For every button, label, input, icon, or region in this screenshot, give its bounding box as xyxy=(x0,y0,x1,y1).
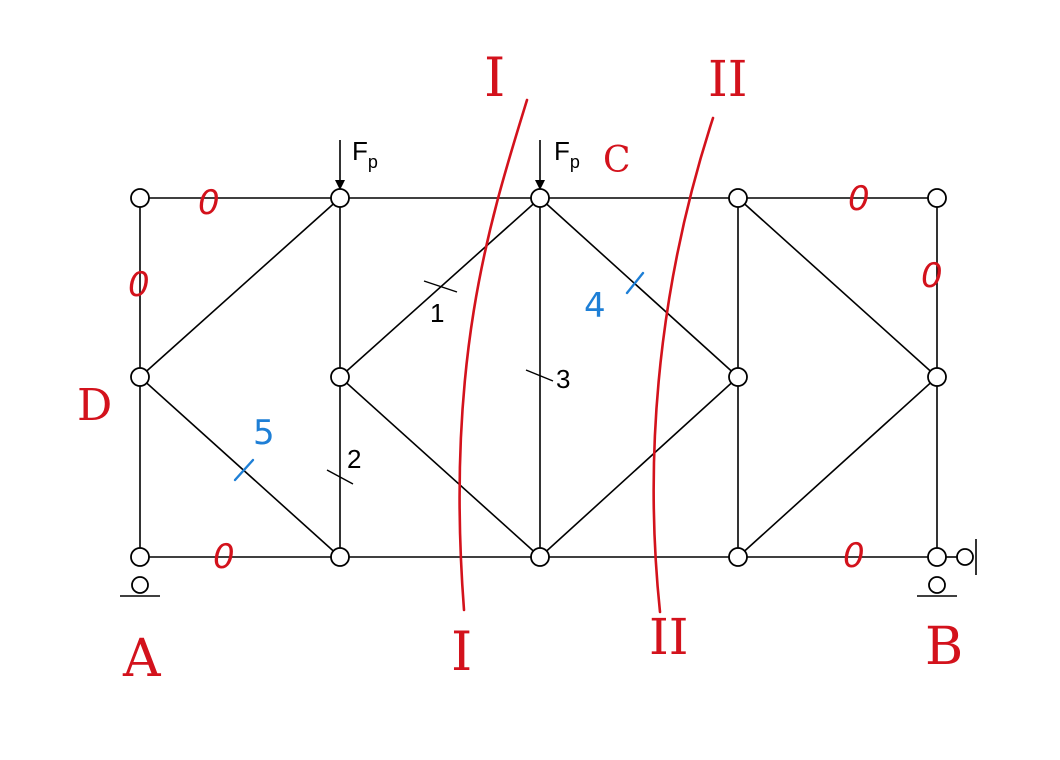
member-3-label: 3 xyxy=(556,364,570,394)
load-arrow-right xyxy=(535,140,545,190)
node xyxy=(130,188,150,208)
node xyxy=(330,188,350,208)
diag-p1-a xyxy=(139,197,341,378)
section-II-top-label: II xyxy=(708,50,748,108)
node xyxy=(330,367,350,387)
member-1-tick xyxy=(423,280,458,293)
node xyxy=(927,547,947,567)
member-2-tick xyxy=(326,469,354,485)
node xyxy=(927,188,947,208)
support-A xyxy=(120,576,160,597)
section-line-II xyxy=(652,116,715,614)
truss-members xyxy=(139,197,938,558)
section-I-top-label: I xyxy=(484,46,505,109)
section-II-bottom-label: II xyxy=(649,608,689,666)
node xyxy=(130,547,150,567)
member-5-blue-tick xyxy=(233,458,255,482)
truss-nodes xyxy=(130,188,947,567)
node xyxy=(330,547,350,567)
diag-p4-b xyxy=(737,376,938,558)
diag-p2-b xyxy=(339,376,541,558)
zero-mark: 0 xyxy=(843,536,865,576)
diag-p1-b xyxy=(139,376,341,558)
member-5-blue-label: 5 xyxy=(253,413,275,453)
member-4-blue-tick xyxy=(625,271,645,295)
node-label-B: B xyxy=(925,617,963,677)
load-label-right: Fp xyxy=(554,136,580,172)
node-label-C: C xyxy=(603,140,631,181)
section-I-bottom-label: I xyxy=(451,620,472,683)
node xyxy=(130,367,150,387)
member-3-tick xyxy=(525,369,554,382)
support-B xyxy=(917,539,977,597)
zero-mark: 0 xyxy=(198,183,220,223)
node-label-D: D xyxy=(77,380,112,431)
diag-p2-a xyxy=(339,197,541,378)
load-label-left: Fp xyxy=(352,136,378,172)
zero-mark: 0 xyxy=(848,179,870,219)
zero-mark: 0 xyxy=(213,537,235,577)
member-4-blue-label: 4 xyxy=(584,286,606,326)
node xyxy=(728,367,748,387)
section-line-I xyxy=(458,98,529,612)
zero-mark: 0 xyxy=(128,265,150,305)
diag-p3-a xyxy=(539,197,739,378)
member-1-label: 1 xyxy=(430,298,444,328)
member-2-label: 2 xyxy=(347,444,361,474)
node xyxy=(728,188,748,208)
node-label-A: A xyxy=(122,629,162,689)
node xyxy=(927,367,947,387)
node xyxy=(728,547,748,567)
node xyxy=(530,547,550,567)
load-arrow-left xyxy=(335,140,345,190)
diag-p3-b xyxy=(539,376,739,558)
node xyxy=(530,188,550,208)
zero-mark: 0 xyxy=(921,256,943,296)
diag-p4-a xyxy=(737,197,938,378)
